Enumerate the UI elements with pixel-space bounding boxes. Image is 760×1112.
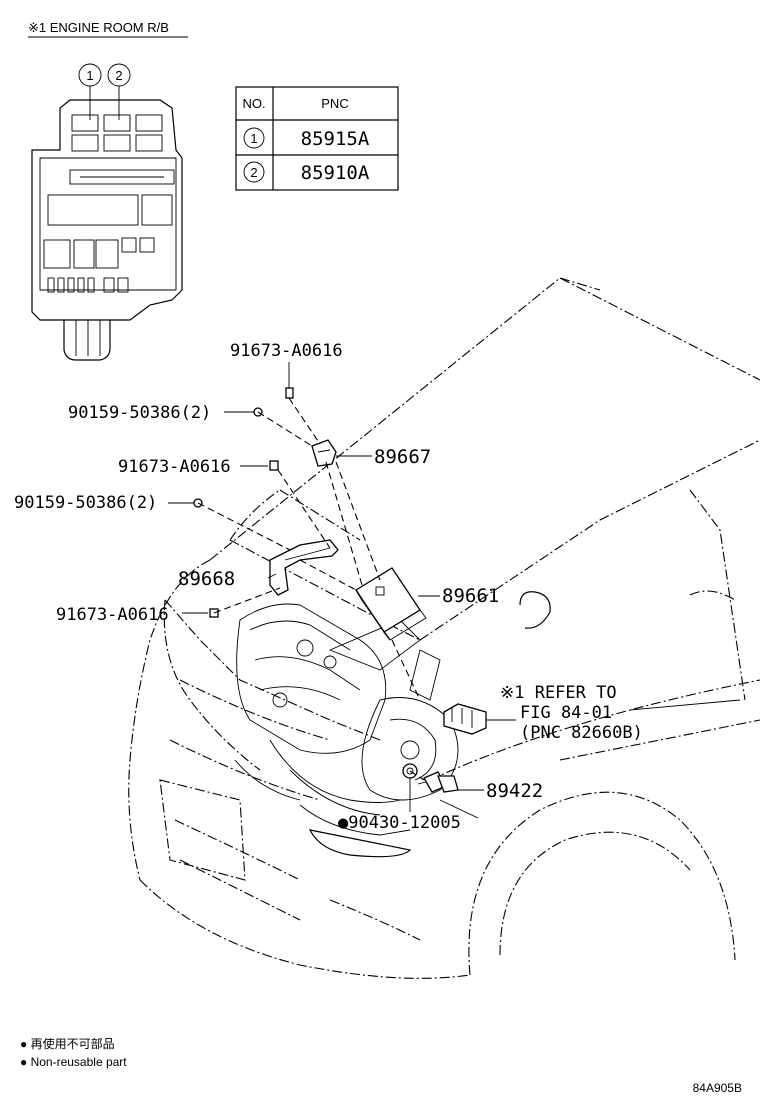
label-ecu-89661: 89661	[442, 585, 499, 607]
relay-block-82660B	[443, 703, 487, 735]
ecu-89661	[355, 567, 427, 641]
table-header-pnc: PNC	[321, 96, 348, 111]
label-bolt-91673-top: 91673-A0616	[230, 341, 343, 361]
pnc-table: NO. PNC 1 85915A 2 85910A	[235, 86, 399, 191]
svg-text:2: 2	[250, 165, 257, 180]
relay-block-inset: ※1 ENGINE ROOM R/B 1 2	[28, 20, 188, 361]
legend-english: ● Non-reusable part	[20, 1055, 127, 1069]
svg-text:1: 1	[86, 68, 93, 83]
bolt-91673-top	[285, 362, 294, 399]
table-row: 1 85915A	[243, 127, 370, 150]
label-refer-line-1: ※1 REFER TO	[500, 683, 617, 703]
leader-lines	[168, 397, 741, 819]
bracket-89668	[269, 539, 339, 596]
table-pnc-value: 85915A	[301, 128, 370, 150]
label-sensor-89422: 89422	[486, 780, 543, 802]
svg-text:1: 1	[250, 131, 257, 146]
table-pnc-value: 85910A	[301, 162, 370, 184]
table-header-no: NO.	[242, 96, 265, 111]
sensor-89422	[417, 771, 459, 793]
label-bracket-89667: 89667	[374, 446, 431, 468]
label-refer-line-3: (PNC 82660B)	[520, 723, 643, 743]
label-bolt-91673-mid: 91673-A0616	[118, 457, 231, 477]
label-bracket-89668: 89668	[178, 568, 235, 590]
vehicle-outline	[128, 277, 760, 979]
figure-id: 84A905B	[693, 1081, 742, 1095]
svg-text:2: 2	[115, 68, 122, 83]
label-nut-90159-2: 90159-50386(2)	[14, 493, 157, 513]
bolt-91673-mid	[269, 460, 279, 471]
legend: ● 再使用不可部品 ● Non-reusable part	[20, 1036, 127, 1069]
bracket-89667	[311, 439, 337, 467]
legend-japanese: ● 再使用不可部品	[20, 1036, 115, 1051]
label-nut-90159-1: 90159-50386(2)	[68, 403, 211, 423]
table-row: 2 85910A	[243, 161, 370, 184]
inset-marker-1: 1	[78, 63, 102, 120]
label-gasket-90430: ●90430-12005	[338, 813, 461, 833]
callout-labels: 91673-A0616 90159-50386(2) 89667 91673-A…	[14, 341, 643, 833]
label-refer-line-2: FIG 84-01	[520, 703, 612, 723]
engine-assembly	[234, 603, 459, 836]
inset-marker-2: 2	[107, 63, 131, 120]
inset-title: ※1 ENGINE ROOM R/B	[28, 20, 169, 35]
label-bolt-91673-low: 91673-A0616	[56, 605, 169, 625]
